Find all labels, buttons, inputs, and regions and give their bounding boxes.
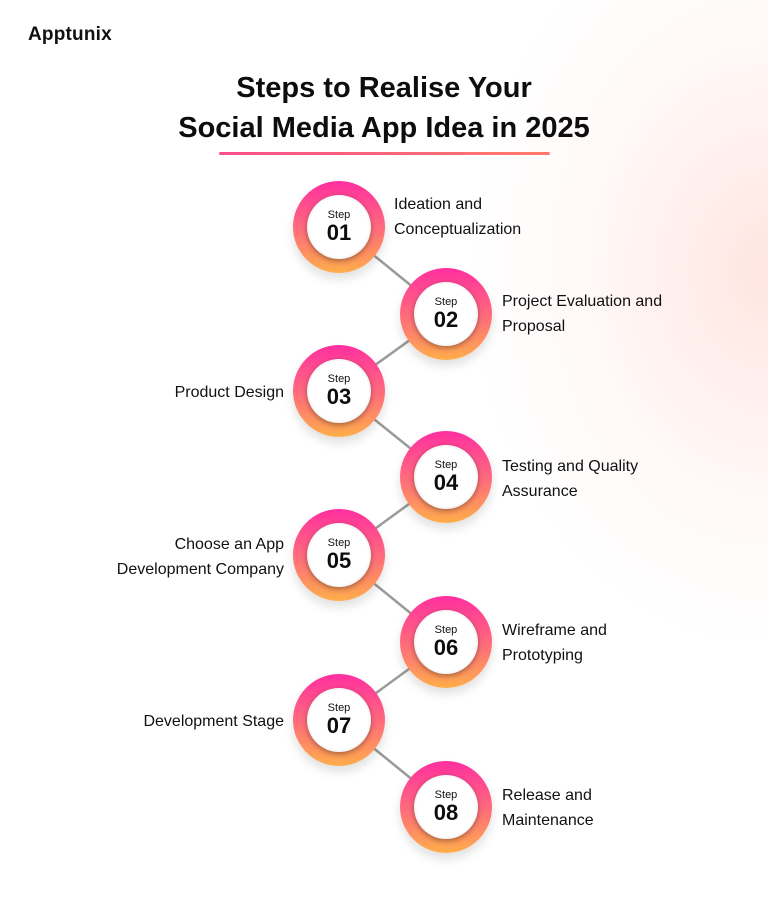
step-03-inner: Step 03 [307, 359, 371, 423]
step-08-text: Release and Maintenance [502, 783, 594, 833]
step-label: Step [327, 702, 351, 714]
step-number: 06 [433, 635, 459, 660]
step-04-circle: Step 04 [400, 431, 492, 523]
step-number: 07 [326, 713, 352, 738]
brand-logo: Apptunix [28, 24, 112, 45]
step-label: Step [327, 537, 351, 549]
step-06-line-2: Prototyping [502, 647, 583, 664]
step-02-circle: Step 02 [400, 268, 492, 360]
step-05-circle: Step 05 [293, 509, 385, 601]
step-08-circle: Step 08 [400, 761, 492, 853]
step-08-inner: Step 08 [414, 775, 478, 839]
step-05-line-2: Development Company [116, 561, 284, 578]
title-line-1: Steps to Realise Your [236, 72, 532, 104]
step-08-line-1: Release and [502, 787, 592, 804]
step-01-line-2: Conceptualization [394, 221, 522, 238]
step-05-text: Choose an App Development Company [117, 532, 284, 582]
step-01-inner: Step 01 [307, 195, 371, 259]
step-05-inner: Step 05 [307, 523, 371, 587]
step-03-circle: Step 03 [293, 345, 385, 437]
step-02-text: Project Evaluation and Proposal [502, 289, 662, 339]
step-label: Step [327, 373, 351, 385]
step-number: 04 [433, 470, 459, 495]
step-08-line-2: Maintenance [502, 812, 594, 829]
step-06-circle: Step 06 [400, 596, 492, 688]
step-02-line-2: Proposal [502, 318, 566, 335]
step-number: 02 [433, 307, 459, 332]
step-label: Step [434, 789, 458, 801]
step-03-line-1: Product Design [174, 384, 284, 401]
step-label: Step [434, 459, 458, 471]
step-number: 08 [433, 800, 459, 825]
title-underline [219, 152, 550, 155]
step-02-line-1: Project Evaluation and [502, 293, 663, 310]
step-04-inner: Step 04 [414, 445, 478, 509]
step-06-text: Wireframe and Prototyping [502, 618, 607, 668]
title-line-2: Social Media App Idea in 2025 [178, 112, 590, 144]
step-01-line-1: Ideation and [394, 196, 483, 213]
step-07-line-1: Development Stage [143, 713, 284, 730]
step-label: Step [327, 209, 351, 221]
step-number: 03 [326, 384, 352, 409]
step-number: 01 [326, 220, 352, 245]
step-04-text: Testing and Quality Assurance [502, 454, 638, 504]
step-06-inner: Step 06 [414, 610, 478, 674]
step-07-text: Development Stage [143, 709, 284, 734]
step-label: Step [434, 296, 458, 308]
step-07-circle: Step 07 [293, 674, 385, 766]
step-04-line-1: Testing and Quality [502, 458, 639, 475]
step-06-line-1: Wireframe and [502, 622, 607, 639]
page-title: Steps to Realise Your Social Media App I… [0, 68, 768, 148]
step-04-line-2: Assurance [502, 483, 578, 500]
step-01-circle: Step 01 [293, 181, 385, 273]
step-03-text: Product Design [175, 380, 284, 405]
step-01-text: Ideation and Conceptualization [394, 192, 521, 242]
step-02-inner: Step 02 [414, 282, 478, 346]
step-05-line-1: Choose an App [174, 536, 284, 553]
step-07-inner: Step 07 [307, 688, 371, 752]
step-number: 05 [326, 548, 352, 573]
step-label: Step [434, 624, 458, 636]
